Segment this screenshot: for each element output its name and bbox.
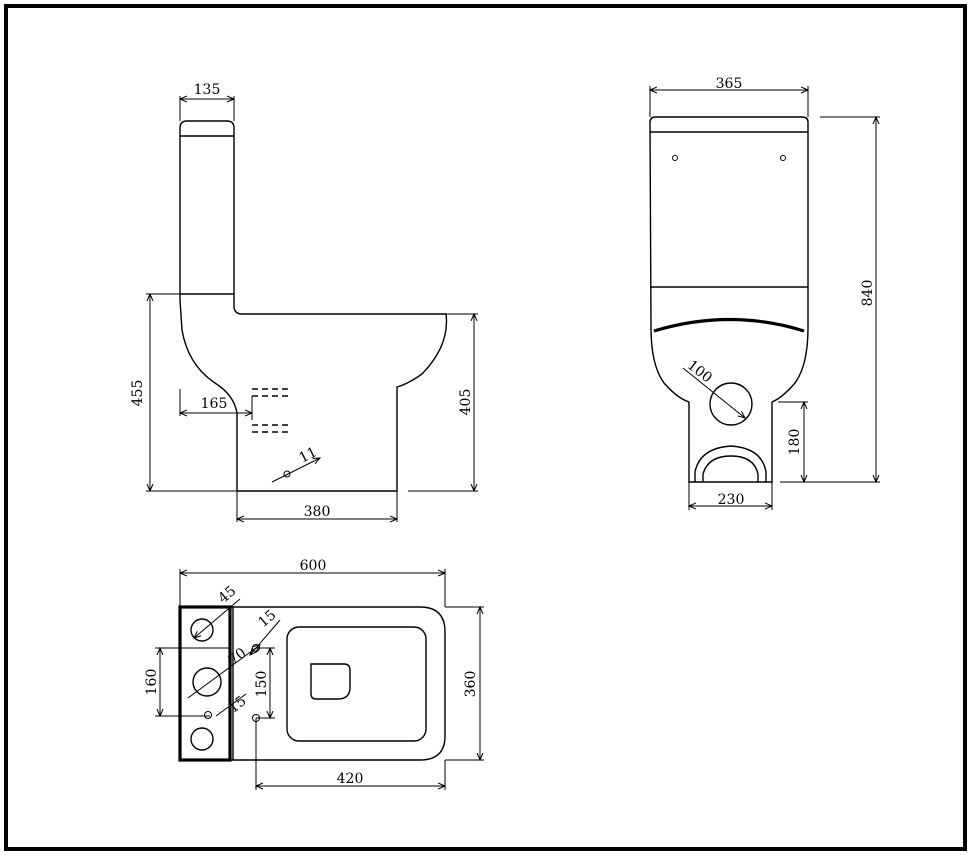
- dim-top-hole-spacing: 45: [215, 583, 239, 607]
- front-view: 365 840 100 180 230: [650, 76, 880, 510]
- dim-top-small-hole: 15: [255, 607, 279, 631]
- side-view: 135 455 165 11 380 405: [130, 82, 478, 522]
- top-seat: [286, 626, 427, 742]
- dim-top-bowl-length: 420: [337, 771, 364, 787]
- dim-top-bowl-width: 360: [463, 671, 479, 698]
- dim-top-left-spacing: 160: [144, 669, 160, 696]
- front-seat-edge: [653, 317, 805, 333]
- dim-top-length: 600: [300, 558, 327, 574]
- dim-top-fixing-spacing: 150: [254, 671, 270, 698]
- top-hole-middle: [192, 667, 222, 697]
- front-outlet: [709, 382, 753, 426]
- dim-front-outlet-diameter: 100: [684, 357, 715, 386]
- side-view-tank: [179, 120, 448, 492]
- dim-side-outlet-offset: 165: [201, 396, 228, 412]
- dim-front-foot-width: 230: [718, 492, 745, 508]
- top-hole-upper: [190, 618, 214, 642]
- drawing-frame: [4, 4, 967, 851]
- dim-front-tank-width: 365: [716, 76, 743, 92]
- top-view-outline: [180, 606, 446, 761]
- dim-side-outlet-height: 405: [458, 389, 474, 416]
- top-tank: [178, 605, 232, 762]
- dim-front-foot-height: 180: [787, 429, 803, 456]
- top-hole-lower: [190, 727, 214, 751]
- front-view-body: [649, 116, 809, 483]
- dim-side-tank-width: 135: [194, 82, 221, 98]
- dim-side-hole-size: 11: [297, 444, 320, 466]
- top-view: 600 45 15 70 15 160 150 360 420: [144, 558, 484, 790]
- dim-side-base-width: 380: [304, 504, 331, 520]
- dim-side-total-height: 455: [130, 380, 146, 407]
- dim-front-total-height: 840: [860, 280, 876, 307]
- side-fixing-hole: [283, 470, 291, 478]
